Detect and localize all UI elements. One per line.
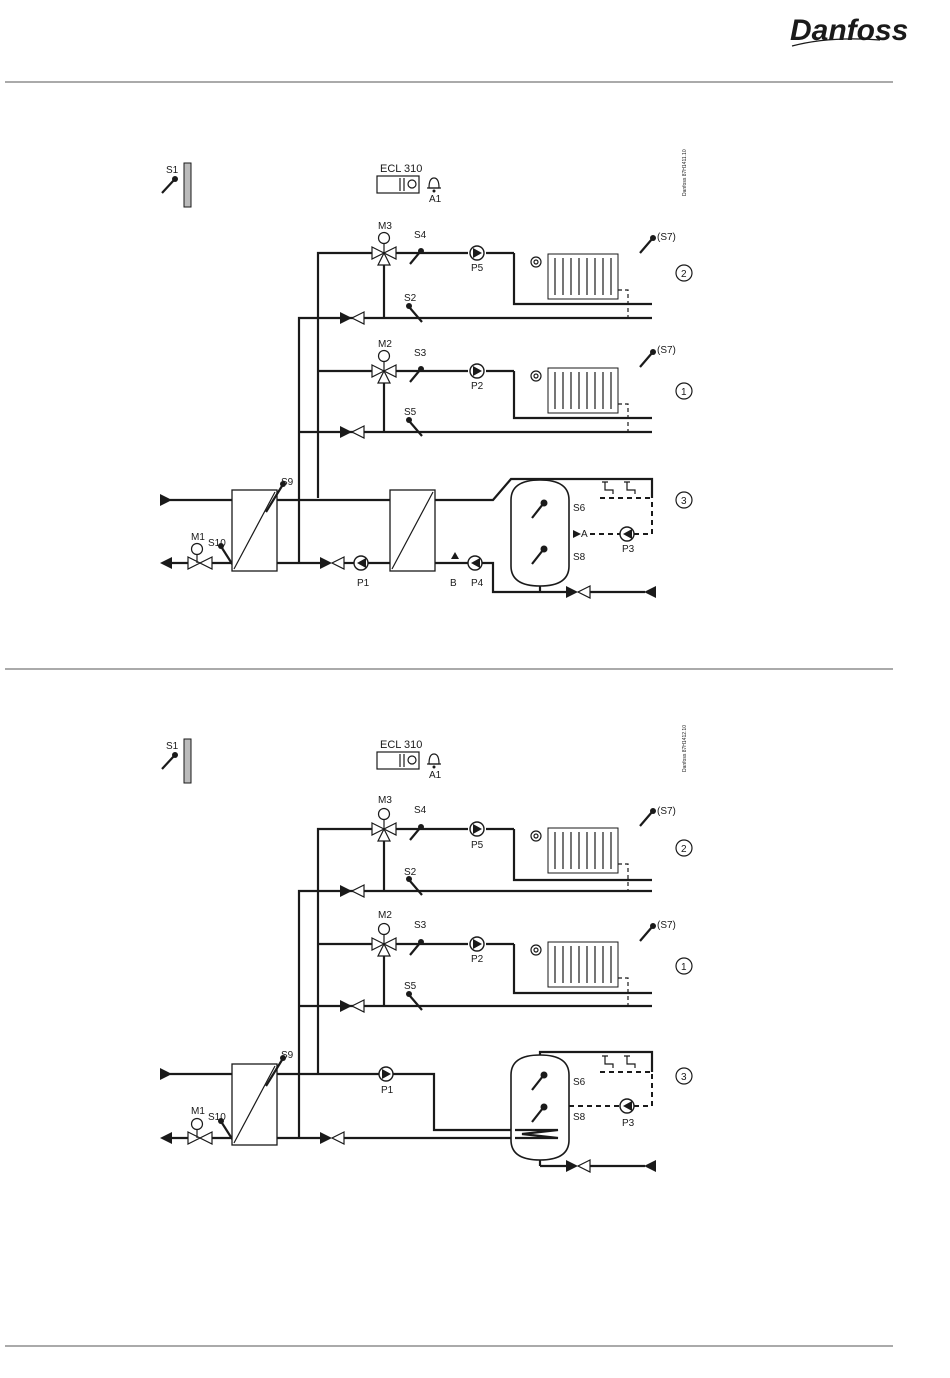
diagram-1: S1 ECL 310 A1 Danfoss 87H1411.10 <box>160 149 692 598</box>
label-m1: M1 <box>191 532 205 543</box>
three-way-valve-m3: M3 <box>372 221 396 265</box>
diagram-2: S1 ECL 310 A1 Danfoss 87H1412.10 M3 <box>160 725 692 1172</box>
label-m3: M3 <box>378 221 392 232</box>
label-p2: P2 <box>471 381 484 392</box>
label-s2: S2 <box>404 867 417 878</box>
radiator-circuit-1 <box>531 942 628 1006</box>
three-way-valve-m2: M2 <box>372 339 396 383</box>
label-m1: M1 <box>191 1106 205 1117</box>
tap-icon <box>602 1056 635 1068</box>
label-p4: P4 <box>471 578 484 589</box>
label-m3: M3 <box>378 795 392 806</box>
outdoor-sensor-s1: S1 <box>162 739 191 783</box>
label-s6: S6 <box>573 503 586 514</box>
label-s7-top: (S7) <box>657 232 676 243</box>
label-s5: S5 <box>404 981 417 992</box>
label-p1: P1 <box>357 578 370 589</box>
radiator-circuit-1 <box>531 368 628 432</box>
label-p3: P3 <box>622 544 635 555</box>
drawing-id: Danfoss 87H1411.10 <box>682 149 688 196</box>
circuit-3-id: 3 <box>681 496 687 507</box>
pump-p5: P5 <box>470 246 484 274</box>
pump-p2: P2 <box>470 937 484 965</box>
pump-p2: P2 <box>470 364 484 392</box>
alarm-bell-icon <box>429 178 439 188</box>
tap-icon <box>602 482 635 494</box>
label-p3: P3 <box>622 1118 635 1129</box>
drawing-id: Danfoss 87H1412.10 <box>682 725 688 772</box>
pump-p1: P1 <box>354 556 370 589</box>
label-s7-bottom: (S7) <box>657 345 676 356</box>
controller-label: ECL 310 <box>380 163 422 175</box>
label-s8: S8 <box>573 552 586 563</box>
three-way-valve-m3: M3 <box>372 795 396 841</box>
label-s1: S1 <box>166 165 179 176</box>
label-b: B <box>450 578 457 589</box>
controller-ecl310: ECL 310 A1 <box>377 739 442 781</box>
circuit-2-id: 2 <box>681 844 687 855</box>
circuit-1-id: 1 <box>681 387 687 398</box>
label-s8: S8 <box>573 1112 586 1123</box>
label-m2: M2 <box>378 910 392 921</box>
circuit-1-id: 1 <box>681 962 687 973</box>
controller-ecl310: ECL 310 A1 <box>377 163 442 205</box>
controller-label: ECL 310 <box>380 739 422 751</box>
dhw-tank: S6 S8 <box>511 1055 586 1166</box>
radiator-circuit-2 <box>531 254 628 318</box>
label-s3: S3 <box>414 348 427 359</box>
label-p2: P2 <box>471 954 484 965</box>
label-s3: S3 <box>414 920 427 931</box>
alarm-bell-icon <box>429 754 439 764</box>
label-s6: S6 <box>573 1077 586 1088</box>
label-p5: P5 <box>471 263 484 274</box>
label-s1: S1 <box>166 741 179 752</box>
circuit-2-id: 2 <box>681 269 687 280</box>
label-s9: S9 <box>281 1050 294 1061</box>
label-s4: S4 <box>414 230 427 241</box>
label-a: A <box>581 529 588 540</box>
label-s7-top: (S7) <box>657 806 676 817</box>
pump-p3: P3 <box>620 1099 635 1129</box>
pump-p3: P3 <box>620 527 635 555</box>
pump-p1: P1 <box>379 1067 394 1096</box>
label-s7-bottom: (S7) <box>657 920 676 931</box>
circuit-3-id: 3 <box>681 1072 687 1083</box>
label-s5: S5 <box>404 407 417 418</box>
label-s2: S2 <box>404 293 417 304</box>
radiator-circuit-2 <box>531 828 628 891</box>
three-way-valve-m2: M2 <box>372 910 396 956</box>
label-a1: A1 <box>429 770 442 781</box>
label-a1: A1 <box>429 194 442 205</box>
label-s9: S9 <box>281 477 294 488</box>
pump-p5: P5 <box>470 822 484 851</box>
label-s4: S4 <box>414 805 427 816</box>
pump-p4: P4 <box>468 556 484 589</box>
label-m2: M2 <box>378 339 392 350</box>
label-p1: P1 <box>381 1085 394 1096</box>
label-p5: P5 <box>471 840 484 851</box>
outdoor-sensor-s1: S1 <box>162 163 191 207</box>
